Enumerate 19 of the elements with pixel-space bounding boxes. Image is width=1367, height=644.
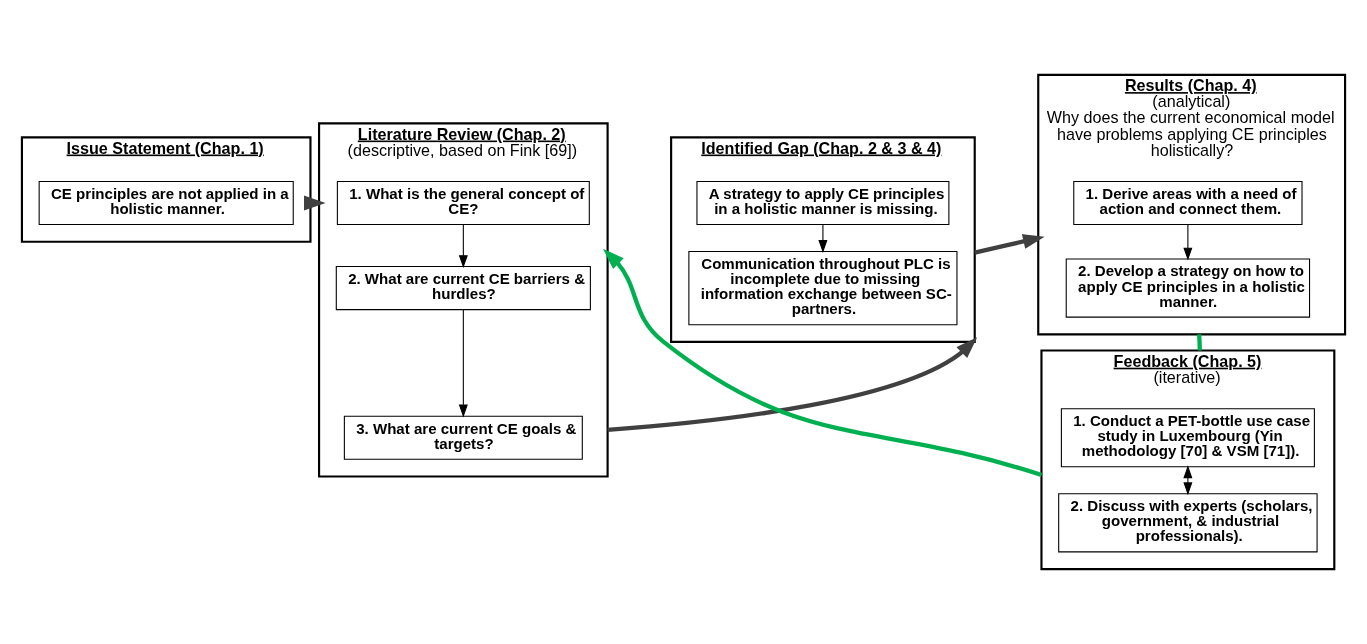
arrow <box>458 224 468 269</box>
node-box: 3. What are current CE goals & targets? <box>343 415 583 460</box>
node-box: 2. Develop a strategy on how to apply CE principles in a holistic manner. <box>1065 258 1311 318</box>
connector <box>1197 334 1202 351</box>
arrow <box>304 195 326 211</box>
arrow <box>458 309 468 418</box>
arrow <box>607 337 978 432</box>
node-box: CE principles are not applied in a holistic manner. <box>38 180 294 226</box>
node-box: 2. What are current CE barriers & hurdles? <box>335 266 591 311</box>
node-box: Communication throughout PLC is incomplete due to missing information exchange between SC-partners. <box>688 250 958 326</box>
node-box: 1. Derive areas with a need of action and connect them. <box>1073 180 1303 226</box>
node-box: A strategy to apply CE principles in a holistic manner is missing. <box>696 180 950 226</box>
node-box: 2. Discuss with experts (scholars, government, & industrial professionals). <box>1058 493 1318 553</box>
arrow <box>974 234 1045 255</box>
node-box: 1. Conduct a PET-bottle use case study in Luxembourg (Yin methodology [70] & VSM [71]). <box>1060 408 1315 468</box>
arrow <box>1183 465 1193 496</box>
arrow <box>1183 224 1193 261</box>
node-box: 1. What is the general concept of CE? <box>336 180 590 226</box>
arrow <box>818 224 828 253</box>
